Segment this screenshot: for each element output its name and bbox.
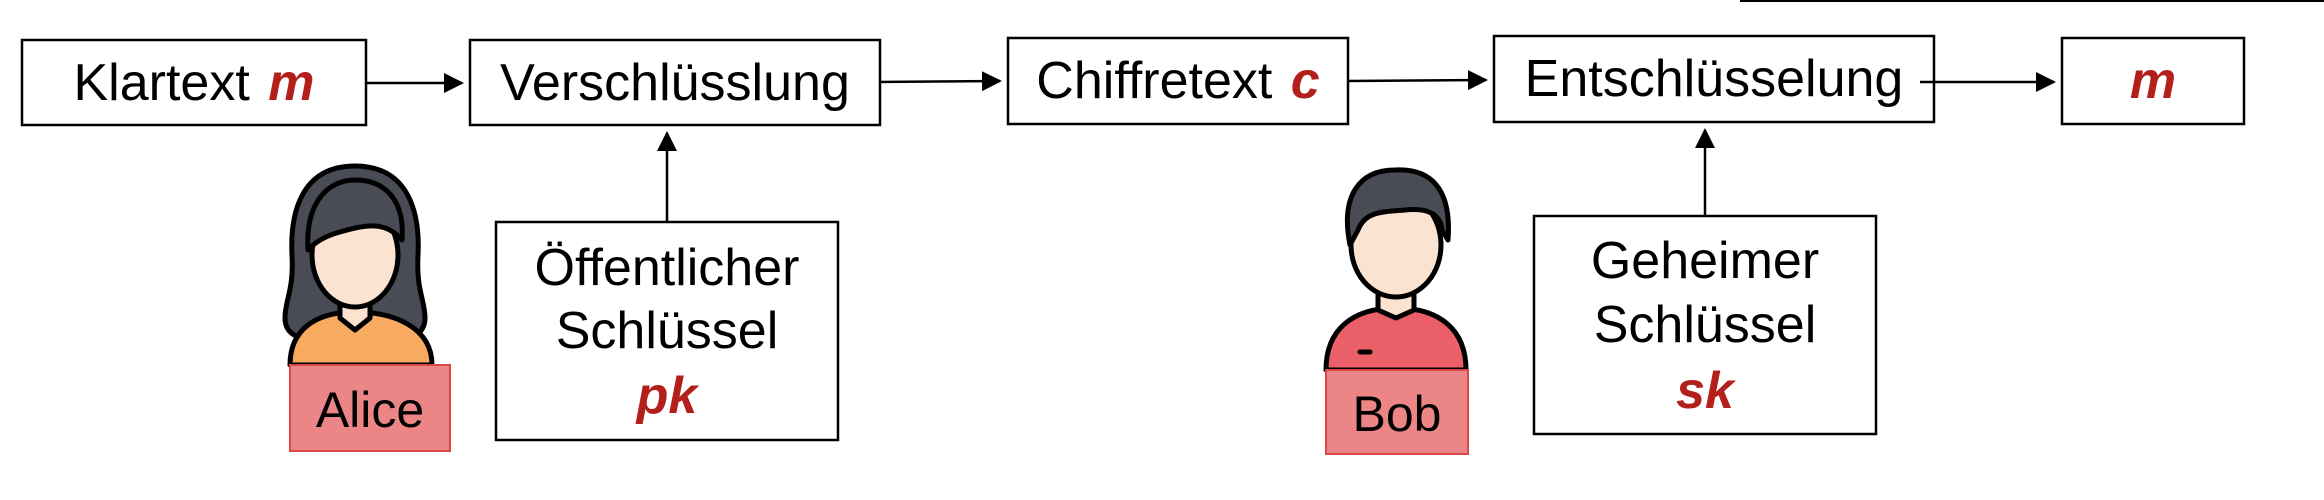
output-box (2060, 36, 2246, 126)
bob-hair (1344, 167, 1451, 248)
decryption-box (1492, 34, 1936, 124)
bob-name-label (1325, 369, 1469, 455)
man-avatar-icon (1323, 167, 1469, 373)
ciphertext-variable: c (1291, 52, 1320, 110)
alice-name: Alice (316, 382, 424, 438)
arrow-ciphertext-to-decryption (1347, 70, 1488, 91)
ciphertext-label: Chiffretext (1036, 52, 1273, 110)
alice-fringe (305, 177, 405, 253)
ciphertext-text: Chiffretext c (1036, 52, 1319, 110)
encryption-box (468, 38, 882, 127)
bob-person: Bob (1323, 167, 1469, 455)
plaintext-variable: m (268, 54, 314, 112)
ciphertext-box (1006, 36, 1350, 126)
bob-name: Bob (1353, 386, 1442, 442)
public-key-line2: Schlüssel (556, 302, 779, 360)
secret-key-node: Geheimer Schlüssel sk (1532, 214, 1878, 436)
output-node: m (2060, 36, 2246, 126)
arrow-encryption-to-ciphertext (879, 71, 1002, 92)
public-key-line1: Öffentlicher (535, 239, 800, 297)
secret-key-box (1532, 214, 1878, 436)
plaintext-label: Klartext (74, 54, 251, 112)
public-key-variable: pk (635, 367, 701, 425)
alice-name-label (289, 364, 451, 452)
plaintext-node: Klartext m (20, 38, 368, 127)
plaintext-text: Klartext m (74, 54, 315, 112)
secret-key-line1: Geheimer (1591, 232, 1819, 290)
secret-key-line2: Schlüssel (1594, 296, 1817, 354)
decryption-label: Entschlüsselung (1525, 50, 1904, 108)
encryption-node: Verschlüsslung (468, 38, 882, 127)
decryption-node: Entschlüsselung (1492, 34, 1936, 124)
secret-key-variable: sk (1676, 362, 1737, 420)
encryption-label: Verschlüsslung (500, 54, 850, 112)
public-key-node: Öffentlicher Schlüssel pk (494, 220, 840, 442)
woman-avatar-icon (282, 163, 435, 368)
alice-person: Alice (282, 163, 451, 452)
ciphertext-node: Chiffretext c (1006, 36, 1350, 126)
output-variable: m (2130, 52, 2176, 110)
public-key-box (494, 220, 840, 442)
